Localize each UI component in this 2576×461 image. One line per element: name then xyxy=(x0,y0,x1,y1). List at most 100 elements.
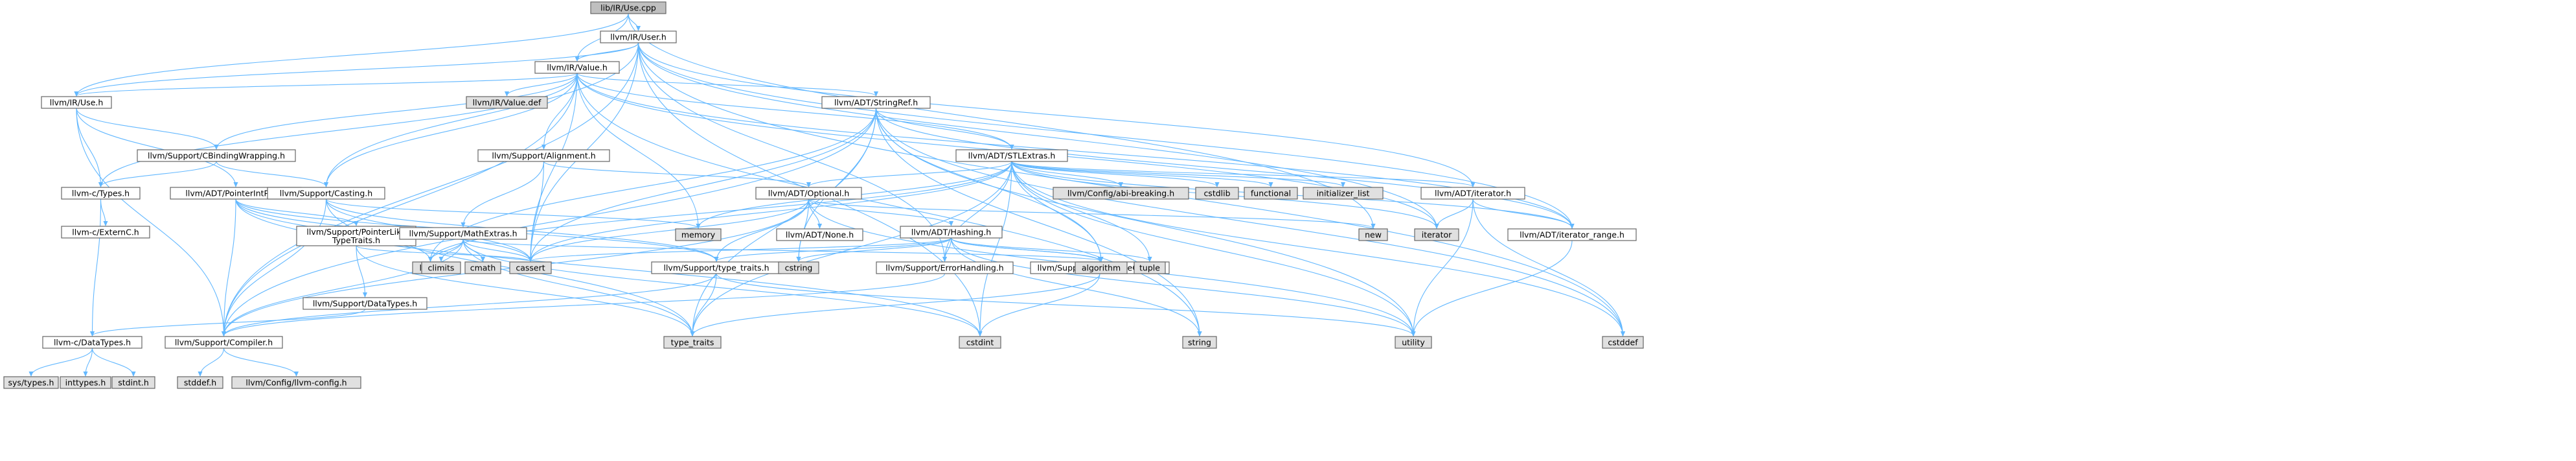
node-iterator[interactable]: iterator xyxy=(1414,228,1459,241)
node-cbinding[interactable]: llvm/Support/CBindingWrapping.h xyxy=(137,149,296,162)
edge-stringref-to-compiler xyxy=(224,108,877,336)
node-cstring-box xyxy=(778,261,819,274)
edge-hashing-to-utility xyxy=(950,237,1414,336)
node-cstdlib-box xyxy=(1195,187,1239,200)
node-cdatatypes[interactable]: llvm-c/DataTypes.h xyxy=(42,336,142,349)
edge-compiler-to-stddef xyxy=(200,348,225,376)
edge-ptrliketraits-to-datatypessupport xyxy=(356,245,365,297)
edge-ctypes-to-externc xyxy=(100,198,106,226)
edge-iteratorh-to-cstddef xyxy=(1472,198,1623,336)
node-abibreaking-box xyxy=(1053,187,1189,200)
edge-ptrintpair-to-compiler xyxy=(224,198,236,336)
node-ctypes[interactable]: llvm-c/Types.h xyxy=(61,187,141,200)
node-iruse[interactable]: llvm/IR/Use.h xyxy=(41,96,112,109)
node-externc[interactable]: llvm-c/ExternC.h xyxy=(61,226,150,239)
edge-iruser-to-irvalue xyxy=(577,42,639,61)
edge-cbinding-to-casting xyxy=(216,161,326,187)
edge-casting-to-memory xyxy=(325,198,699,228)
node-memory[interactable]: memory xyxy=(675,228,722,241)
node-stdint[interactable]: stdint.h xyxy=(111,376,155,389)
node-cstring[interactable]: cstring xyxy=(778,261,819,274)
node-mathextras-box xyxy=(399,227,527,240)
node-climits-box xyxy=(421,261,461,274)
node-utility[interactable]: utility xyxy=(1395,336,1432,349)
node-stddef[interactable]: stddef.h xyxy=(177,376,223,389)
edge-mathextras-to-typetraits xyxy=(462,239,692,336)
node-optional[interactable]: llvm/ADT/Optional.h xyxy=(755,187,862,200)
node-valuedef-box xyxy=(466,96,548,109)
node-externc-label: llvm-c/ExternC.h xyxy=(72,228,139,237)
node-mathextras[interactable]: llvm/Support/MathExtras.h xyxy=(399,227,527,240)
node-tuple-label: tuple xyxy=(1139,263,1160,273)
node-functional[interactable]: functional xyxy=(1244,187,1298,200)
node-algorithm[interactable]: algorithm xyxy=(1075,261,1128,274)
node-utility-label: utility xyxy=(1402,338,1425,348)
node-tuple[interactable]: tuple xyxy=(1134,261,1166,274)
node-functional-box xyxy=(1244,187,1298,200)
node-irvalue-label: llvm/IR/Value.h xyxy=(547,63,608,73)
node-noneh[interactable]: llvm/ADT/None.h xyxy=(776,228,863,241)
node-typetraits-label: type_traits xyxy=(671,338,714,348)
node-initlist[interactable]: initializer_list xyxy=(1303,187,1384,200)
node-casting-label: llvm/Support/Casting.h xyxy=(280,189,372,198)
edge-stringref-to-itrange xyxy=(875,108,1573,228)
node-tuple-box xyxy=(1134,261,1166,274)
edge-stlextras-to-optional xyxy=(809,161,1012,187)
edge-iruser-to-iruse xyxy=(76,42,639,96)
node-casting[interactable]: llvm/Support/Casting.h xyxy=(267,187,385,200)
node-stringref[interactable]: llvm/ADT/StringRef.h xyxy=(821,96,931,109)
node-cstddef[interactable]: cstddef xyxy=(1602,336,1644,349)
node-root-label: lib/IR/Use.cpp xyxy=(600,3,656,13)
node-new[interactable]: new xyxy=(1358,228,1388,241)
edge-irvalue-to-stringref xyxy=(576,73,876,96)
node-iruser[interactable]: llvm/IR/User.h xyxy=(600,30,677,43)
node-hashing[interactable]: llvm/ADT/Hashing.h xyxy=(900,226,1003,239)
node-inttypes-label: inttypes.h xyxy=(65,378,106,388)
node-alignment[interactable]: llvm/Support/Alignment.h xyxy=(477,149,610,162)
node-errhandling-box xyxy=(876,261,1014,274)
node-valuedef[interactable]: llvm/IR/Value.def xyxy=(466,96,548,109)
edge-hashing-to-string xyxy=(950,237,1200,336)
node-cstdlib[interactable]: cstdlib xyxy=(1195,187,1239,200)
node-llvmconfig-box xyxy=(231,376,361,389)
node-ctypes-label: llvm-c/Types.h xyxy=(72,189,130,198)
node-cstdint-box xyxy=(959,336,1001,349)
node-cmath[interactable]: cmath xyxy=(464,261,501,274)
node-cdatatypes-box xyxy=(42,336,142,349)
edge-stringref-to-stlextras xyxy=(875,108,1012,149)
node-new-box xyxy=(1358,228,1388,241)
node-llvmconfig[interactable]: llvm/Config/llvm-config.h xyxy=(231,376,361,389)
node-irvalue[interactable]: llvm/IR/Value.h xyxy=(534,61,620,74)
node-climits[interactable]: climits xyxy=(421,261,461,274)
node-root[interactable]: lib/IR/Use.cpp xyxy=(590,1,667,14)
node-systypes[interactable]: sys/types.h xyxy=(3,376,59,389)
node-typetraits-box xyxy=(663,336,722,349)
node-compiler[interactable]: llvm/Support/Compiler.h xyxy=(165,336,283,349)
node-inttypes[interactable]: inttypes.h xyxy=(60,376,111,389)
edge-stlextras-to-algorithm xyxy=(1011,161,1101,261)
node-iteratorh[interactable]: llvm/ADT/iterator.h xyxy=(1420,187,1525,200)
node-typetraits[interactable]: type_traits xyxy=(663,336,722,349)
edge-stlextras-to-tuple xyxy=(1011,161,1150,261)
node-typetraitsh[interactable]: llvm/Support/type_traits.h xyxy=(651,261,782,274)
node-cstdlib-label: cstdlib xyxy=(1203,189,1230,198)
node-typetraitsh-label: llvm/Support/type_traits.h xyxy=(663,263,769,273)
node-cstdint[interactable]: cstdint xyxy=(959,336,1001,349)
node-errhandling[interactable]: llvm/Support/ErrorHandling.h xyxy=(876,261,1014,274)
node-cassert[interactable]: cassert xyxy=(509,261,552,274)
node-datatypessupport[interactable]: llvm/Support/DataTypes.h xyxy=(302,297,427,310)
edge-optional-to-typetraitsh xyxy=(716,198,810,261)
node-string[interactable]: string xyxy=(1182,336,1217,349)
node-memory-box xyxy=(675,228,722,241)
node-cassert-label: cassert xyxy=(516,263,545,273)
node-compiler-label: llvm/Support/Compiler.h xyxy=(175,338,273,348)
edge-optional-to-cassert xyxy=(530,198,810,261)
node-abibreaking[interactable]: llvm/Config/abi-breaking.h xyxy=(1053,187,1189,200)
node-stlextras[interactable]: llvm/ADT/STLExtras.h xyxy=(955,149,1068,162)
edge-errhandling-to-compiler xyxy=(224,273,946,336)
node-itrange[interactable]: llvm/ADT/iterator_range.h xyxy=(1507,228,1637,241)
edge-iruse-to-compiler xyxy=(76,108,224,336)
edge-iteratorh-to-iterator xyxy=(1437,198,1474,228)
node-systypes-label: sys/types.h xyxy=(8,378,54,388)
